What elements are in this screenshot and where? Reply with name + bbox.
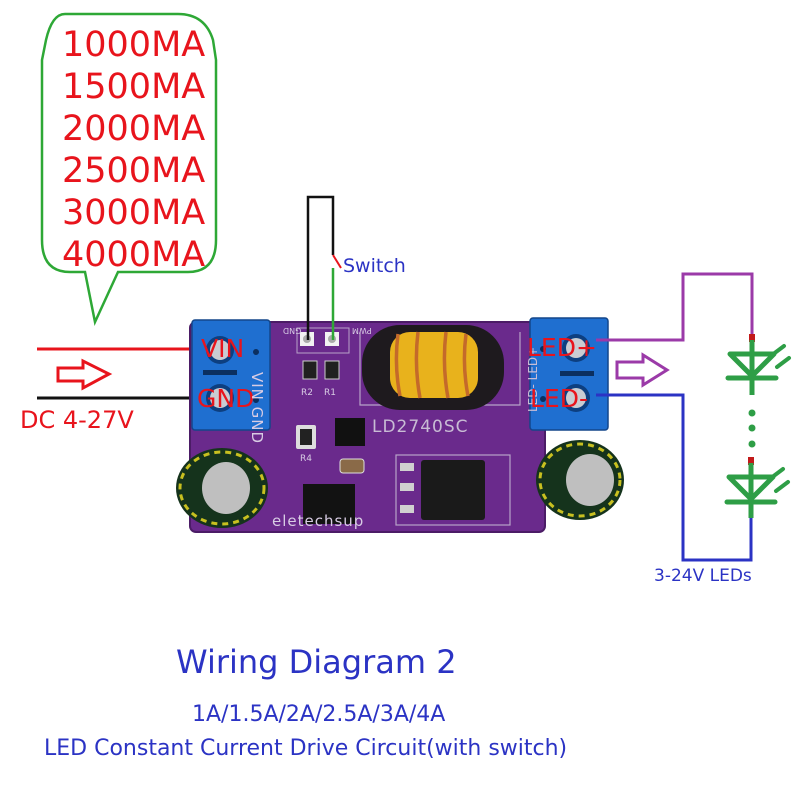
output-terminal-block <box>529 317 609 431</box>
current-option: 4000MA <box>62 235 206 275</box>
led-symbol-bottom <box>724 457 790 518</box>
led-series-ellipsis <box>748 409 756 448</box>
led-symbol-top <box>725 334 791 395</box>
current-option: 1000MA <box>62 25 206 65</box>
current-option: 2500MA <box>62 151 206 191</box>
input-arrow-icon <box>56 358 113 391</box>
input-voltage-label: DC 4-27V <box>20 406 134 434</box>
led-string-label: 3-24V LEDs <box>654 566 752 586</box>
pcb-r2-label: R2 <box>301 388 313 398</box>
output-arrow-icon <box>615 352 670 388</box>
current-range-subtitle: 1A/1.5A/2A/2.5A/3A/4A <box>192 702 446 727</box>
current-option: 2000MA <box>62 109 206 149</box>
led-plus-wire <box>596 272 754 342</box>
board-brand-label: eletechsup <box>272 512 365 530</box>
pcb-vin-gnd-silkscreen: VIN GND <box>248 372 266 445</box>
circuit-description: LED Constant Current Drive Circuit(with … <box>44 736 568 761</box>
diagram-title: Wiring Diagram 2 <box>176 643 457 681</box>
vin-label: VIN <box>201 334 245 363</box>
led-plus-label: LED+ <box>527 333 597 362</box>
pcb-pwm-pad-label: PWM <box>352 326 372 335</box>
pcb-gnd-pad-label: GND <box>283 326 302 335</box>
switch-contact <box>332 254 342 269</box>
pcb-r4-label: R4 <box>300 454 312 464</box>
current-options-bubble <box>40 12 218 327</box>
board-model-label: LD2740SC <box>372 417 469 437</box>
switch-label: Switch <box>343 255 406 277</box>
pcb-r1-label: R1 <box>324 388 336 398</box>
led-minus-wire <box>596 393 753 562</box>
current-option: 3000MA <box>62 193 206 233</box>
input-terminal-block <box>191 319 271 431</box>
input-capacitor <box>176 448 268 528</box>
led-minus-label: LED- <box>530 384 588 413</box>
inductor <box>362 325 504 410</box>
output-capacitor <box>536 440 624 520</box>
gnd-label: GND <box>197 384 255 413</box>
current-option: 1500MA <box>62 67 206 107</box>
switch-wire-gnd <box>306 195 335 340</box>
